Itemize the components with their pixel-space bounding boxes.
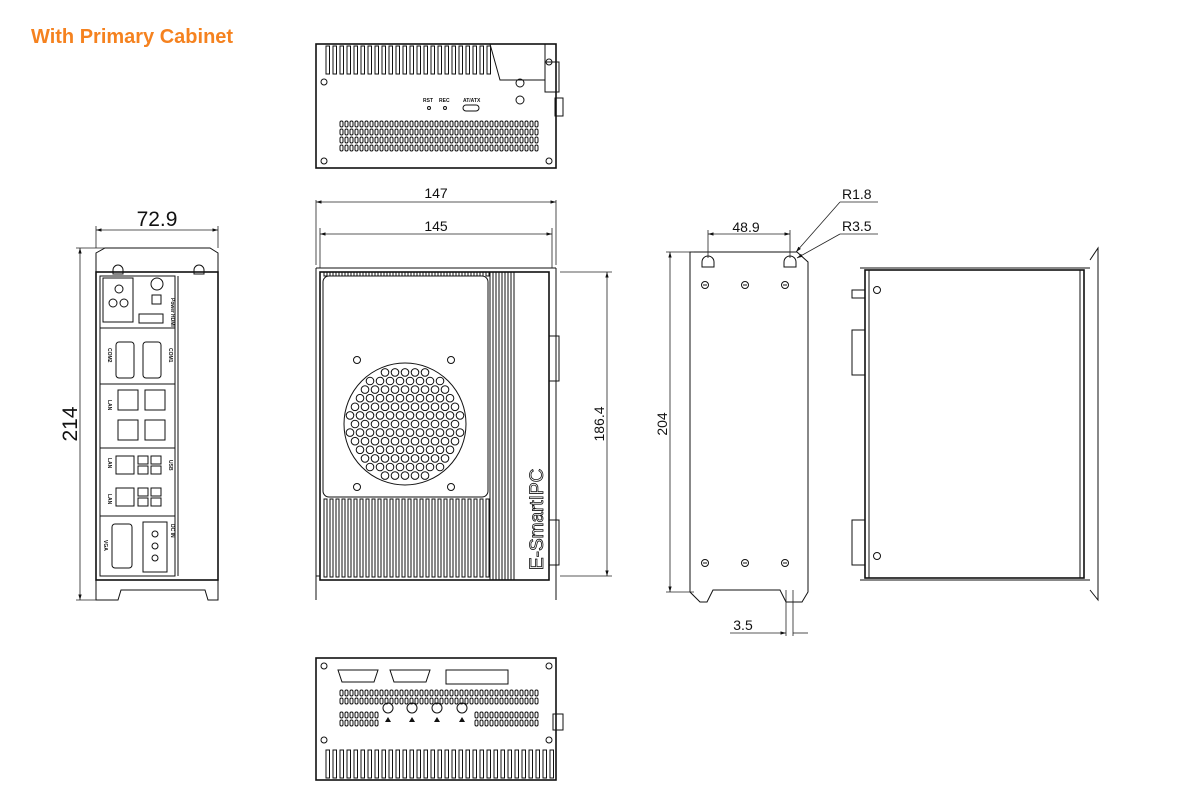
screw-icon: [353, 483, 361, 491]
side-ribs: [489, 272, 515, 580]
power-button-icon: [150, 277, 164, 291]
vga-port-icon: [111, 523, 133, 569]
dim-48-9-label: 48.9: [732, 219, 759, 235]
keyhole-icon: [701, 255, 715, 268]
mount-rings: [382, 702, 468, 722]
dim-147-label: 147: [424, 185, 448, 201]
vent-slots-top: [339, 120, 539, 152]
dimension-186-4: 186.4: [560, 271, 612, 577]
mounting-plate-view: [689, 251, 809, 603]
com-port-icon: [115, 341, 135, 379]
screw-icon: [545, 736, 553, 744]
keyhole-icon: [783, 255, 797, 268]
label-rst: RST: [423, 98, 433, 104]
dimension-3-5: 3.5: [730, 590, 808, 636]
screw-icon: [320, 736, 328, 744]
bottom-view: [315, 657, 564, 781]
dimension-204: 204: [654, 251, 694, 593]
screw-icon: [320, 157, 328, 165]
heatsink-fins-front: [323, 271, 490, 578]
screw-icon: [320, 78, 328, 86]
screw-icon: [320, 662, 328, 670]
com-port-icon: [389, 669, 431, 683]
screw-icon: [447, 356, 455, 364]
label-vga: VGA: [102, 540, 108, 551]
side-io-view: Power HDMI COM2 COM1 LAN LAN LAN USB VGA…: [95, 247, 219, 601]
label-power: Power: [169, 298, 175, 313]
dim-186-4-label: 186.4: [591, 406, 607, 441]
dim-214-label: 214: [59, 406, 82, 441]
dc-in-connector: [142, 521, 168, 573]
screw-icon: [873, 552, 881, 560]
label-at-atx: AT/ATX: [463, 98, 481, 104]
radius-1-8-label: R1.8: [842, 186, 872, 202]
screw-icon: [545, 662, 553, 670]
hdmi-port-icon: [138, 313, 164, 324]
label-usb: USB: [167, 460, 173, 471]
label-lan-2: LAN: [106, 458, 112, 469]
dim-145-label: 145: [424, 218, 448, 234]
fan-grille-icon: [345, 368, 465, 480]
heatsink-fins-top: [325, 45, 491, 75]
heatsink-fins-bottom: [325, 749, 554, 779]
dimension-48-9: 48.9: [707, 219, 791, 258]
label-lan-3: LAN: [106, 494, 112, 505]
brand-logo: E-SmartIPC: [527, 469, 548, 570]
side-profile-view: [851, 246, 1099, 602]
dim-72-9-label: 72.9: [137, 208, 178, 231]
label-dc-in: DC IN: [169, 524, 175, 538]
label-hdmi: HDMI: [169, 314, 175, 327]
label-lan-1: LAN: [106, 400, 112, 411]
radius-3-5-label: R3.5: [842, 218, 872, 234]
lan-ports: [117, 389, 166, 441]
top-view: RST REC AT/ATX: [315, 43, 564, 169]
dimension-72-9: 72.9: [95, 208, 219, 248]
label-rec: REC: [439, 98, 450, 104]
dim-3-5-label: 3.5: [733, 617, 753, 633]
usb-ports: [115, 455, 162, 507]
vent-slots-bottom: [339, 689, 539, 727]
section-title: With Primary Cabinet: [31, 26, 234, 48]
com-port-icon: [337, 669, 379, 683]
screw-icon: [353, 356, 361, 364]
screw-icon: [873, 286, 881, 294]
label-com2: COM2: [106, 348, 112, 363]
screw-icon: [447, 483, 455, 491]
screw-icon: [545, 58, 553, 66]
com-port-icon: [142, 341, 162, 379]
screw-icon: [545, 157, 553, 165]
dimension-147: 147: [315, 185, 557, 265]
dim-204-label: 204: [654, 412, 670, 436]
label-com1: COM1: [167, 348, 173, 363]
dimension-214: 214: [59, 247, 105, 601]
dimension-145: 145: [319, 218, 553, 268]
radius-callouts: R1.8 R3.5: [795, 186, 878, 259]
plate-screws: [701, 281, 789, 567]
front-view: E-SmartIPC: [315, 267, 560, 600]
